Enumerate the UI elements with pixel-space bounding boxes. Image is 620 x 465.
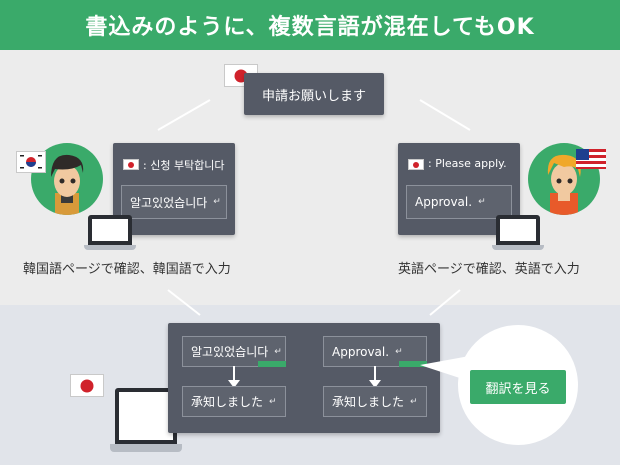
- english-page-panel: : Please apply. Approval. ↵: [398, 143, 520, 235]
- header-prefix: :: [143, 159, 151, 172]
- usa-flag-icon: [576, 149, 606, 169]
- japan-flag-icon: [70, 374, 104, 397]
- right-original-text: Approval.: [332, 344, 390, 359]
- right-translated-text: 承知しました: [332, 395, 405, 409]
- reply-text: 알고있었습니다: [130, 195, 208, 210]
- translation-marker: [399, 361, 427, 367]
- korea-flag-icon: [16, 151, 46, 173]
- left-translated-field: 承知しました ↵: [182, 386, 286, 417]
- japan-flag-icon: [408, 159, 424, 170]
- down-arrow-icon: [369, 366, 381, 388]
- korean-reply-field[interactable]: 알고있었습니다 ↵: [121, 185, 227, 219]
- return-icon: ↵: [213, 197, 221, 207]
- korean-header-text: : 신청 부탁합니다: [143, 157, 225, 173]
- return-icon: ↵: [395, 346, 403, 357]
- korean-page-panel: : 신청 부탁합니다 알고있었습니다 ↵: [113, 143, 235, 235]
- japanese-view-panel: 알고있었습니다 ↵ 承知しました ↵ Approval. ↵ 承知しました ↵: [168, 323, 440, 433]
- english-user-avatar: [528, 143, 600, 215]
- left-original-text: 알고있었습니다: [191, 345, 269, 359]
- header-message: 신청 부탁합니다: [150, 159, 225, 172]
- english-reply-field[interactable]: Approval. ↵: [406, 185, 512, 219]
- top-message-box: 申請お願いします: [244, 73, 384, 115]
- return-icon: ↵: [269, 396, 277, 407]
- view-translation-button[interactable]: 翻訳を見る: [470, 370, 566, 404]
- header-prefix: :: [428, 157, 436, 170]
- user-avatar-icon: [547, 154, 581, 215]
- english-header-text: : Please apply.: [428, 157, 507, 170]
- left-translated-text: 承知しました: [191, 395, 264, 409]
- return-icon: ↵: [274, 346, 282, 357]
- down-arrow-icon: [228, 366, 240, 388]
- english-caption: 英語ページで確認、英語で入力: [398, 262, 580, 277]
- laptop-icon: [84, 215, 136, 251]
- user-avatar-icon: [51, 154, 84, 215]
- japan-flag-icon: [123, 159, 139, 170]
- banner-title: 書込みのように、複数言語が混在してもOK: [0, 0, 620, 50]
- translation-marker: [258, 361, 286, 367]
- laptop-icon: [492, 215, 544, 251]
- korean-caption: 韓国語ページで確認、韓国語で入力: [23, 262, 231, 277]
- return-icon: ↵: [478, 197, 486, 207]
- return-icon: ↵: [410, 396, 418, 407]
- right-translated-field: 承知しました ↵: [323, 386, 427, 417]
- korean-user-avatar: [31, 143, 103, 215]
- header-message: Please apply.: [435, 157, 507, 170]
- reply-text: Approval.: [415, 195, 473, 209]
- top-message-text: 申請お願いします: [261, 88, 366, 104]
